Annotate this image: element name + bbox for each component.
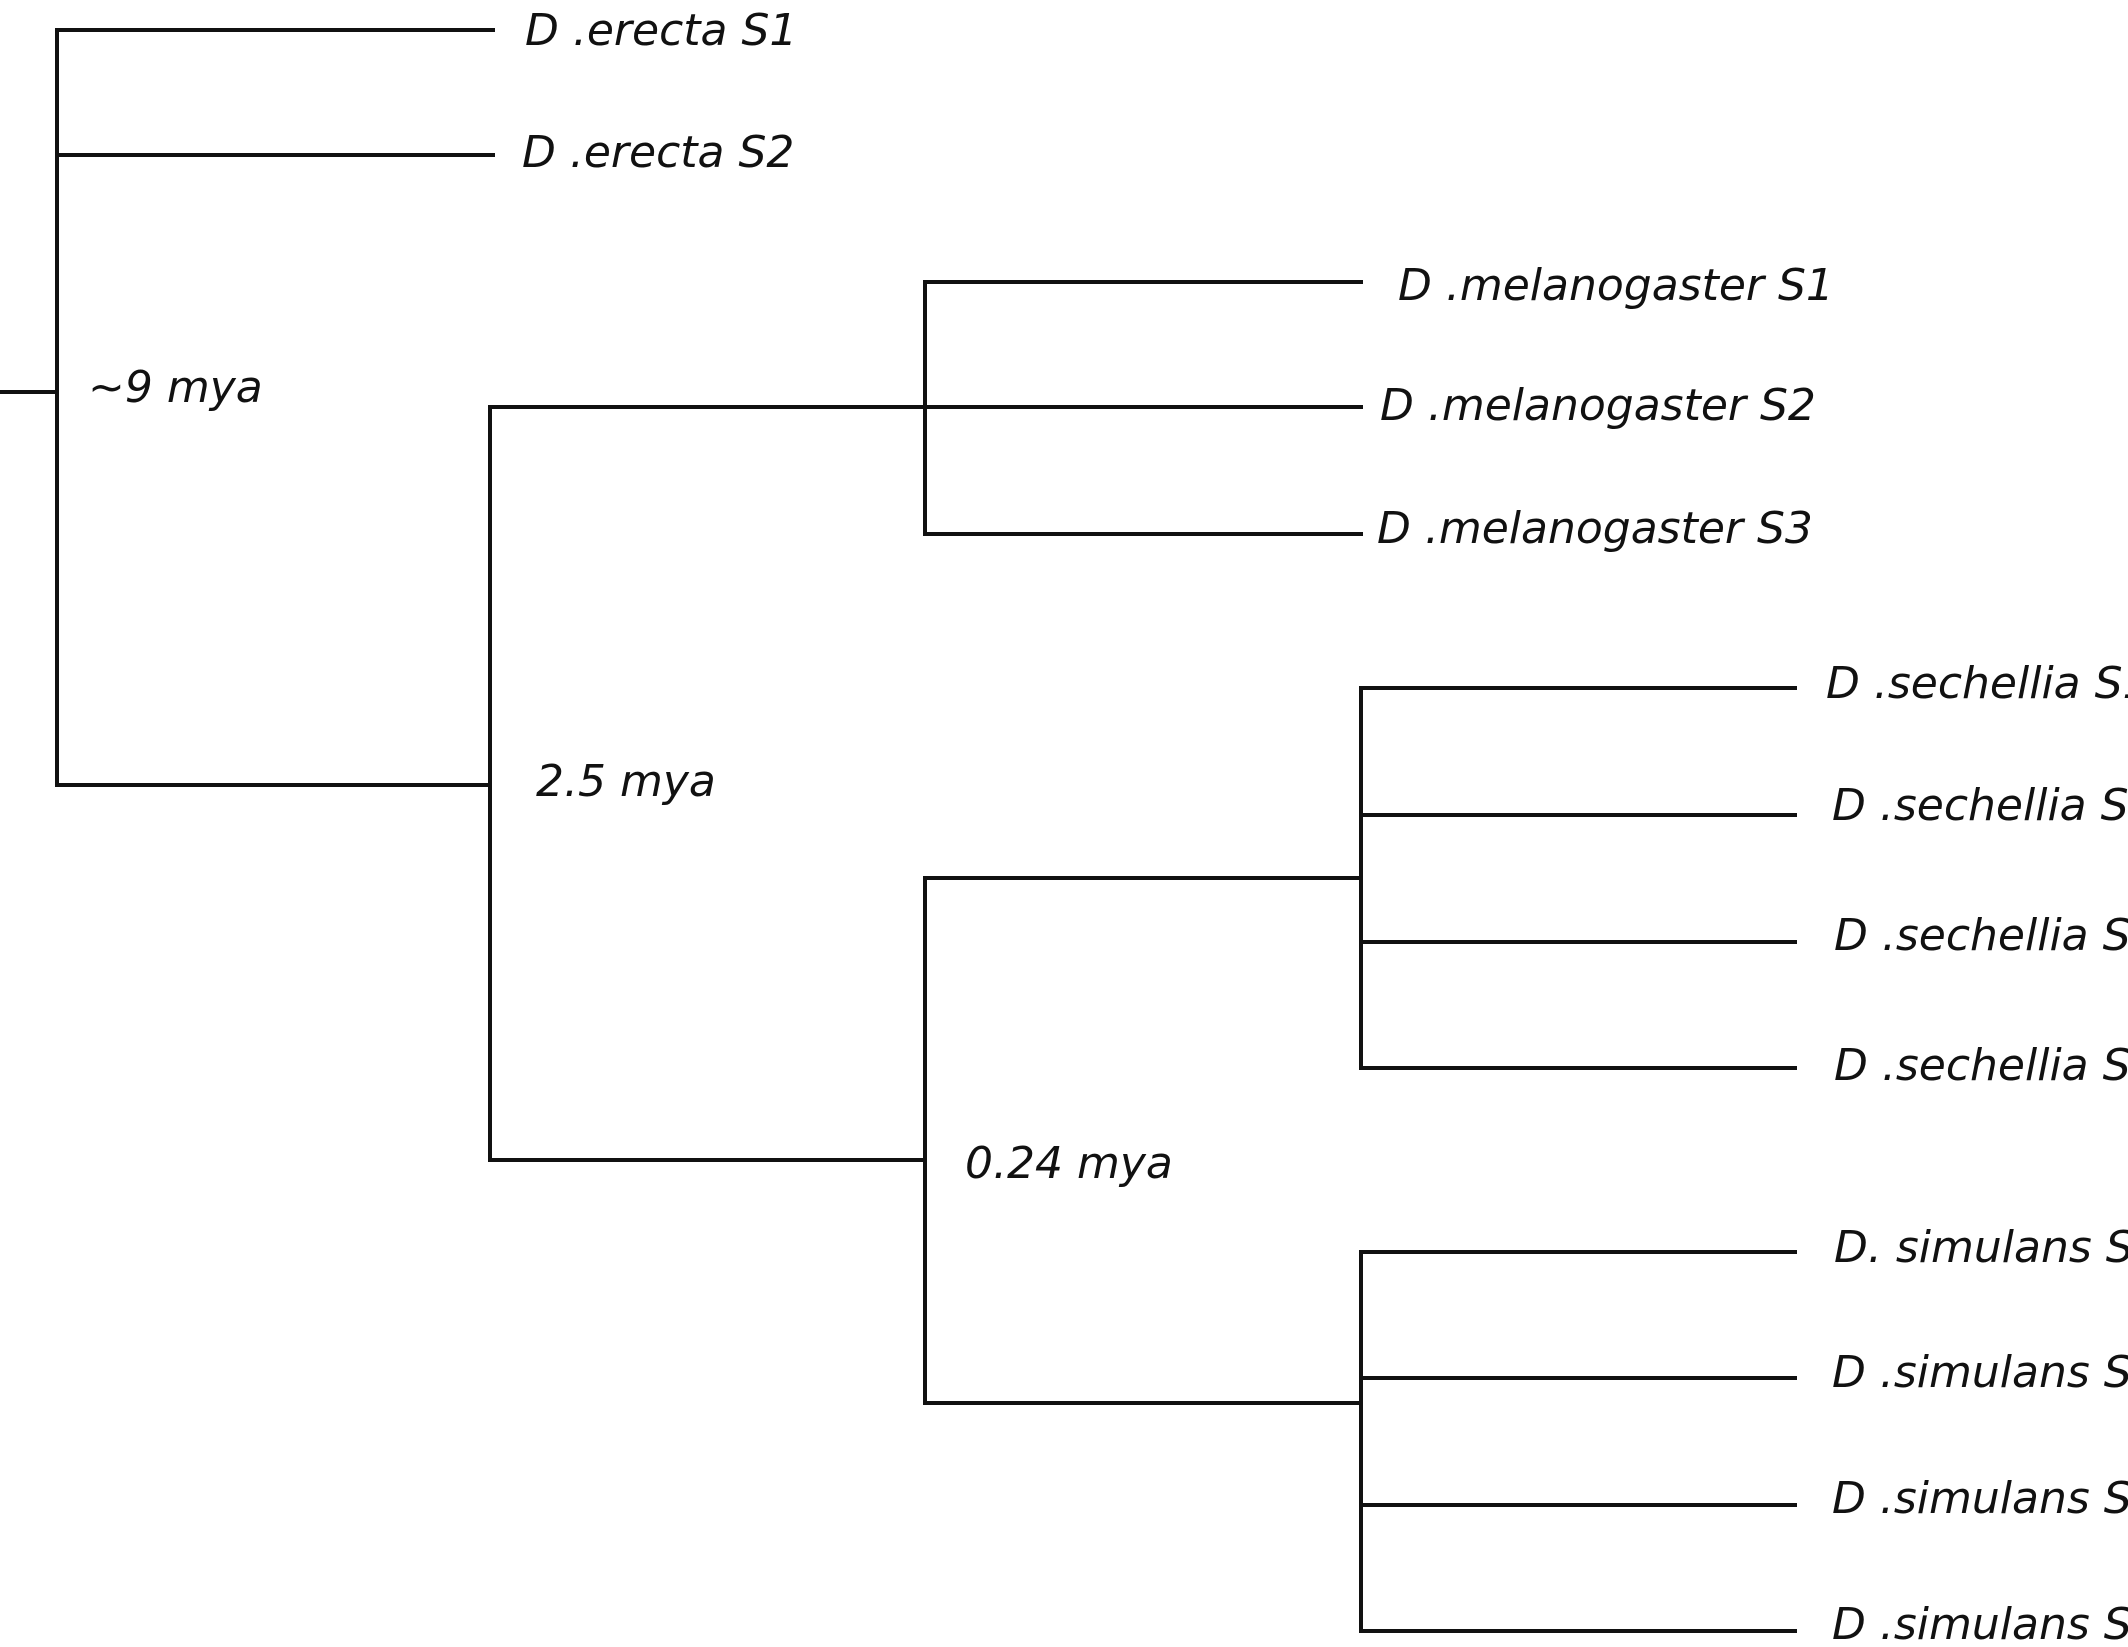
divergence-label-mel-sim-sec: 2.5 mya (536, 756, 716, 807)
divergence-label-sim-sec: 0.24 mya (965, 1138, 1173, 1189)
leaf-label-erecta-s2: D .erecta S2 (522, 127, 794, 178)
leaf-label-melanogaster-s1: D .melanogaster S1 (1398, 260, 1834, 311)
leaf-label-simulans-s3: D .simulans S3 (1832, 1473, 2128, 1524)
leaf-label-melanogaster-s2: D .melanogaster S2 (1380, 380, 1816, 431)
leaf-label-simulans-s1: D. simulans S1 (1834, 1222, 2128, 1273)
leaf-label-sechellia-s3: D .sechellia S3 (1834, 910, 2128, 961)
leaf-label-erecta-s1: D .erecta S1 (525, 5, 797, 56)
leaf-label-sechellia-s4: D .sechellia S4 (1834, 1040, 2128, 1091)
leaf-label-sechellia-s1: D .sechellia S1 (1826, 658, 2128, 709)
leaf-label-sechellia-s2: D .sechellia S2 (1832, 780, 2128, 831)
leaf-label-simulans-s2: D .simulans S2 (1832, 1347, 2128, 1398)
divergence-label-root: ~9 mya (88, 362, 263, 413)
leaf-label-simulans-s4: D .simulans S4 (1832, 1599, 2128, 1647)
leaf-label-melanogaster-s3: D .melanogaster S3 (1377, 503, 1813, 554)
